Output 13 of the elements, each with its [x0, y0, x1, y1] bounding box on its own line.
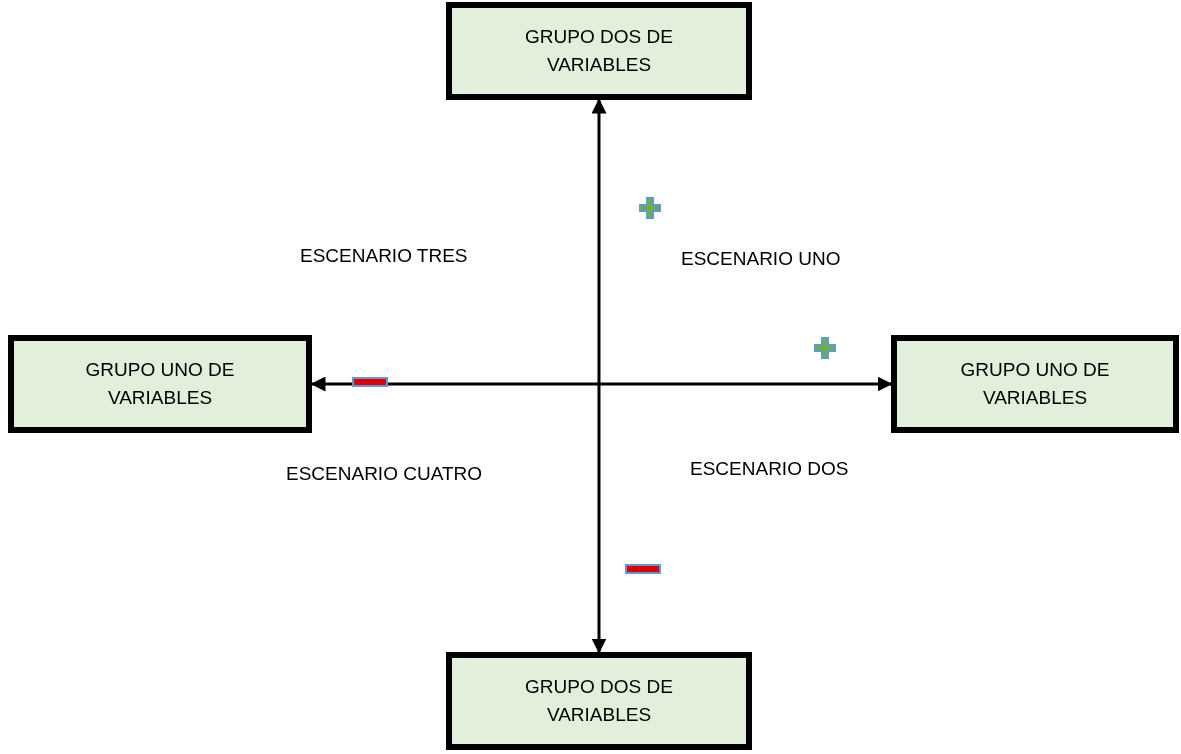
- scenario-label: ESCENARIO CUATRO: [286, 463, 482, 485]
- box-text: GRUPO UNO DE VARIABLES: [959, 358, 1111, 410]
- variable-group-box: [446, 2, 752, 100]
- variable-group-box: [891, 335, 1179, 433]
- box-text: GRUPO UNO DE VARIABLES: [84, 358, 236, 410]
- box-text: GRUPO DOS DE VARIABLES: [524, 25, 674, 77]
- scenario-label: ESCENARIO DOS: [690, 458, 849, 480]
- double-headed-arrow: [591, 98, 607, 654]
- variable-group-box: [446, 652, 752, 750]
- scenario-label: ESCENARIO TRES: [300, 245, 468, 267]
- scenario-label: ESCENARIO UNO: [681, 248, 841, 270]
- variable-group-box: [8, 335, 312, 433]
- box-text: GRUPO DOS DE VARIABLES: [524, 675, 674, 727]
